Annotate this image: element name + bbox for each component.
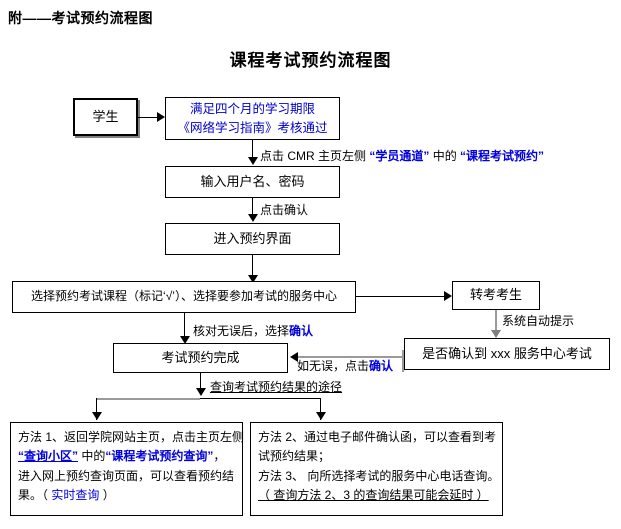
edge-confirm-to-done-horizontal [298,356,404,358]
method-one-highlight-query: “课程考试预约查询” [105,449,214,464]
edge-login-to-interface-line [252,198,253,214]
node-select-course: 选择预约考试课程（标记‘√’）、选择要参加考试的服务中心 [12,281,356,313]
node-transfer-candidate: 转考考生 [452,281,540,310]
edge-label-click-confirm: 点击确认 [260,203,309,217]
edge-split-right-drop [320,398,321,420]
method-one-line4-pre: 果。（ [18,488,52,503]
node-enter-interface-label: 进入预约界面 [213,230,292,246]
edge-login-to-interface-arrowhead [248,214,258,222]
edge-split-right-arrowhead [316,412,326,420]
page-title: 课程考试预约流程图 [229,51,392,70]
edge-label-query-methods: 查询考试预约结果的途径 [210,380,343,394]
node-prerequisite-line2: 《网络学习指南》考核通过 [177,120,328,135]
edge-prerequisite-to-login-line [252,140,253,157]
edge-confirm-to-done-vertical [402,350,404,372]
edge-prerequisite-to-login-arrowhead [248,157,258,165]
method-one-line2-end: ， [213,449,226,464]
edge-split-bus-left [96,398,200,400]
edge-label-no-error-pre: 如无误，点击 [297,359,370,373]
node-booking-done-label: 考试预约完成 [161,349,240,365]
edge-transfer-to-confirm-arrowhead [491,330,501,338]
edge-select-to-transfer-line [356,296,444,297]
edge-label-no-error-highlight: 确认 [369,359,394,373]
edge-split-bus-right [200,398,320,399]
method-one-highlight-community: “查询小区” [18,449,79,464]
edge-transfer-to-confirm-line [495,310,497,332]
edge-label-open-booking-highlight2: “课程考试预约” [460,149,545,163]
edge-label-no-error: 如无误，点击确认 [297,360,393,372]
node-student: 学生 [73,98,138,136]
method-one-highlight-realtime: 实时查询 [51,488,100,503]
node-login-label: 输入用户名、密码 [200,173,305,189]
node-student-label: 学生 [92,108,119,124]
method-note-delay: （ 查询方法 2、3 的查询结果可能会延时 ） [258,488,489,503]
edge-done-to-query-arrowhead [196,388,206,396]
edge-student-to-prerequisite-line [138,117,157,118]
edge-label-open-booking-highlight1: “学员通道” [369,149,430,163]
document-heading: 附——考试预约流程图 [8,10,153,26]
edge-label-verify-highlight: 确认 [289,324,314,338]
edge-select-to-done-line [184,313,185,340]
edge-label-open-booking-mid: 中的 [429,149,461,163]
node-prerequisite-line1: 满足四个月的学习期限 [189,102,315,117]
node-transfer-candidate-label: 转考考生 [469,287,522,303]
method-one-line3: 进入网上预约查询页面，可以查看预约结 [18,468,235,483]
method-one-line4-end: ） [99,488,115,503]
node-confirm-center: 是否确认到 xxx 服务中心考试 [404,338,610,370]
method-two-line2: 试预约结果； [258,449,331,464]
edge-select-to-done-arrowhead [180,336,190,344]
edge-split-left-drop [96,398,97,420]
edge-interface-to-select-arrowhead [248,275,258,283]
node-method-one: 方法 1、返回学院网站主页，点击主页左侧 “查询小区” 中的“课程考试预约查询”… [10,422,245,516]
edge-split-left-arrowhead [92,412,102,420]
edge-label-system-prompt: 系统自动提示 [502,314,575,328]
edge-label-open-booking-pre: 点击 CMR 主页左侧 [260,149,370,163]
node-method-two-three: 方法 2、通过电子邮件确认函，可以查看到考 试预约结果； 方法 3、 向所选择考… [250,422,503,516]
method-one-line2: “查询小区” 中的“课程考试预约查询”， [18,447,225,466]
method-two-line1: 方法 2、通过电子邮件确认函，可以查看到考 [258,430,497,444]
method-one-line2-mid: 中的 [78,449,106,464]
edge-confirm-to-done-arrowhead [290,352,298,362]
node-booking-done: 考试预约完成 [113,343,288,373]
edge-interface-to-select-line [252,255,253,275]
node-enter-interface: 进入预约界面 [165,223,340,255]
node-prerequisite: 满足四个月的学习期限 《网络学习指南》考核通过 [165,97,340,140]
method-three-line1: 方法 3、 向所选择考试的服务中心电话查询。 [258,468,500,483]
edge-label-open-booking: 点击 CMR 主页左侧 “学员通道” 中的 “课程考试预约” [260,150,544,162]
edge-label-verify: 核对无误后，选择确认 [193,325,313,337]
method-one-line1: 方法 1、返回学院网站主页，点击主页左侧 [18,430,245,444]
node-confirm-center-label: 是否确认到 xxx 服务中心考试 [422,345,592,361]
node-login: 输入用户名、密码 [165,166,340,198]
edge-label-verify-pre: 核对无误后，选择 [193,324,290,338]
edge-done-to-query-line [200,373,201,390]
method-one-line4: 果。（ 实时查询 ） [18,486,115,505]
node-select-course-label: 选择预约考试课程（标记‘√’）、选择要参加考试的服务中心 [31,289,337,304]
edge-select-to-transfer-arrowhead [444,291,452,301]
edge-student-to-prerequisite-arrowhead [157,112,165,122]
